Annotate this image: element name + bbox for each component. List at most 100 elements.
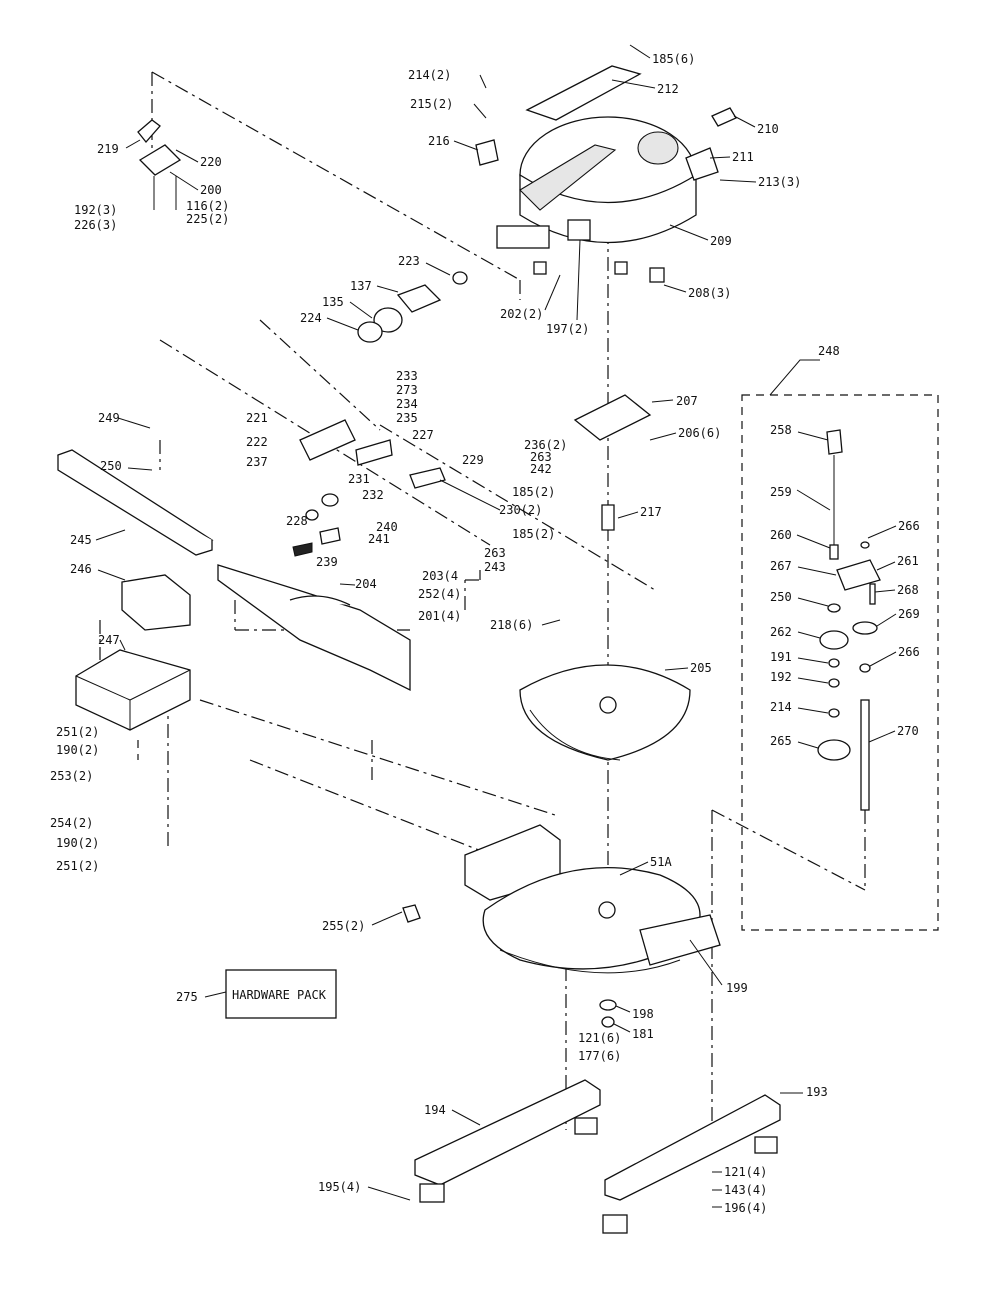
callout-181: 181: [632, 1027, 654, 1041]
callout-192-3: 192(3): [74, 203, 117, 217]
callout-250-b: 250: [770, 590, 792, 604]
callout-259: 259: [770, 485, 792, 499]
callout-205: 205: [690, 661, 712, 675]
callout-228: 228: [286, 514, 308, 528]
callout-194: 194: [424, 1103, 446, 1117]
callout-labels: 185(6) 212 214(2) 215(2) 216 210 211 213…: [50, 52, 920, 1215]
callout-237: 237: [246, 455, 268, 469]
callout-204: 204: [355, 577, 377, 591]
callout-269: 269: [898, 607, 920, 621]
callout-185-2-a: 185(2): [512, 485, 555, 499]
callout-190-2-a: 190(2): [56, 743, 99, 757]
arm-assembly-221: [292, 419, 501, 557]
cover-plate-212: [525, 65, 642, 121]
callout-197-2: 197(2): [546, 322, 589, 336]
callout-211: 211: [732, 150, 754, 164]
callout-251-2-b: 251(2): [56, 859, 99, 873]
knob-210: [711, 107, 737, 127]
callout-246: 246: [70, 562, 92, 576]
callout-200: 200: [200, 183, 222, 197]
callout-202-2: 202(2): [500, 307, 543, 321]
callout-224: 224: [300, 311, 322, 325]
callout-196-4: 196(4): [724, 1201, 767, 1215]
callout-232: 232: [362, 488, 384, 502]
alignment-lines: [99, 71, 866, 1140]
callout-265: 265: [770, 734, 792, 748]
callout-250-a: 250: [100, 459, 122, 473]
callout-192: 192: [770, 670, 792, 684]
callout-143-4: 143(4): [724, 1183, 767, 1197]
callout-245: 245: [70, 533, 92, 547]
callout-191: 191: [770, 650, 792, 664]
box-247: [75, 649, 191, 731]
callout-221: 221: [246, 411, 268, 425]
callout-190-2-b: 190(2): [56, 836, 99, 850]
callout-251-2-a: 251(2): [56, 725, 99, 739]
callout-220: 220: [200, 155, 222, 169]
callout-243: 243: [484, 560, 506, 574]
callout-137: 137: [350, 279, 372, 293]
callout-262: 262: [770, 625, 792, 639]
callout-199: 199: [726, 981, 748, 995]
callout-210: 210: [757, 122, 779, 136]
nut-181: [601, 1016, 615, 1028]
callout-231: 231: [348, 472, 370, 486]
callout-258: 258: [770, 423, 792, 437]
callout-121-4: 121(4): [724, 1165, 767, 1179]
callout-266-b: 266: [898, 645, 920, 659]
plate-207: [573, 394, 652, 441]
motor-housing-209: [496, 116, 697, 283]
callout-241: 241: [368, 532, 390, 546]
callout-263-a: 263: [530, 450, 552, 464]
hardware-pack-label: HARDWARE PACK: [232, 988, 327, 1002]
callout-239: 239: [316, 555, 338, 569]
foot-194: [414, 1079, 601, 1203]
callout-195-4: 195(4): [318, 1180, 361, 1194]
callout-267: 261: [897, 554, 919, 568]
callout-223: 223: [398, 254, 420, 268]
callout-116-2: 116(2): [186, 199, 229, 213]
fence-204: [217, 564, 411, 692]
callout-225-2: 225(2): [186, 212, 229, 226]
callout-252-4: 252(4): [418, 587, 461, 601]
callout-208-3: 208(3): [688, 286, 731, 300]
callout-273: 273: [396, 383, 418, 397]
callout-201-4: 201(4): [418, 609, 461, 623]
bracket-216: [475, 139, 499, 166]
assembly-248-parts: [817, 429, 881, 811]
callout-51A: 51A: [650, 855, 672, 869]
callout-216: 216: [428, 134, 450, 148]
callout-214: 214: [770, 700, 792, 714]
block-246: [121, 574, 191, 631]
callout-212: 212: [657, 82, 679, 96]
callout-233: 233: [396, 369, 418, 383]
base-51A: [402, 824, 721, 974]
callout-217: 217: [640, 505, 662, 519]
callout-230-2: 230(2): [499, 503, 542, 517]
callout-270: 270: [897, 724, 919, 738]
callout-266-a: 266: [898, 519, 920, 533]
leader-lines: [95, 44, 897, 1208]
callout-185-2-b: 185(2): [512, 527, 555, 541]
callout-206-6: 206(6): [678, 426, 721, 440]
callout-234: 234: [396, 397, 418, 411]
callout-229: 229: [462, 453, 484, 467]
fence-245: [57, 449, 214, 556]
callout-203-4: 203(4: [422, 569, 458, 583]
callout-260: 260: [770, 528, 792, 542]
callout-268: 268: [897, 583, 919, 597]
callout-236-2: 236(2): [524, 438, 567, 452]
callout-177-6: 177(6): [578, 1049, 621, 1063]
callout-275: 275: [176, 990, 198, 1004]
callout-235: 235: [396, 411, 418, 425]
scale-211: [685, 147, 719, 181]
callout-263-b: 263: [484, 546, 506, 560]
callout-254-2: 254(2): [50, 816, 93, 830]
callout-135: 135: [322, 295, 344, 309]
callout-214-2: 214(2): [408, 68, 451, 82]
callout-253-2: 253(2): [50, 769, 93, 783]
callout-242: 242: [530, 462, 552, 476]
assembly-248-box: [741, 359, 939, 931]
